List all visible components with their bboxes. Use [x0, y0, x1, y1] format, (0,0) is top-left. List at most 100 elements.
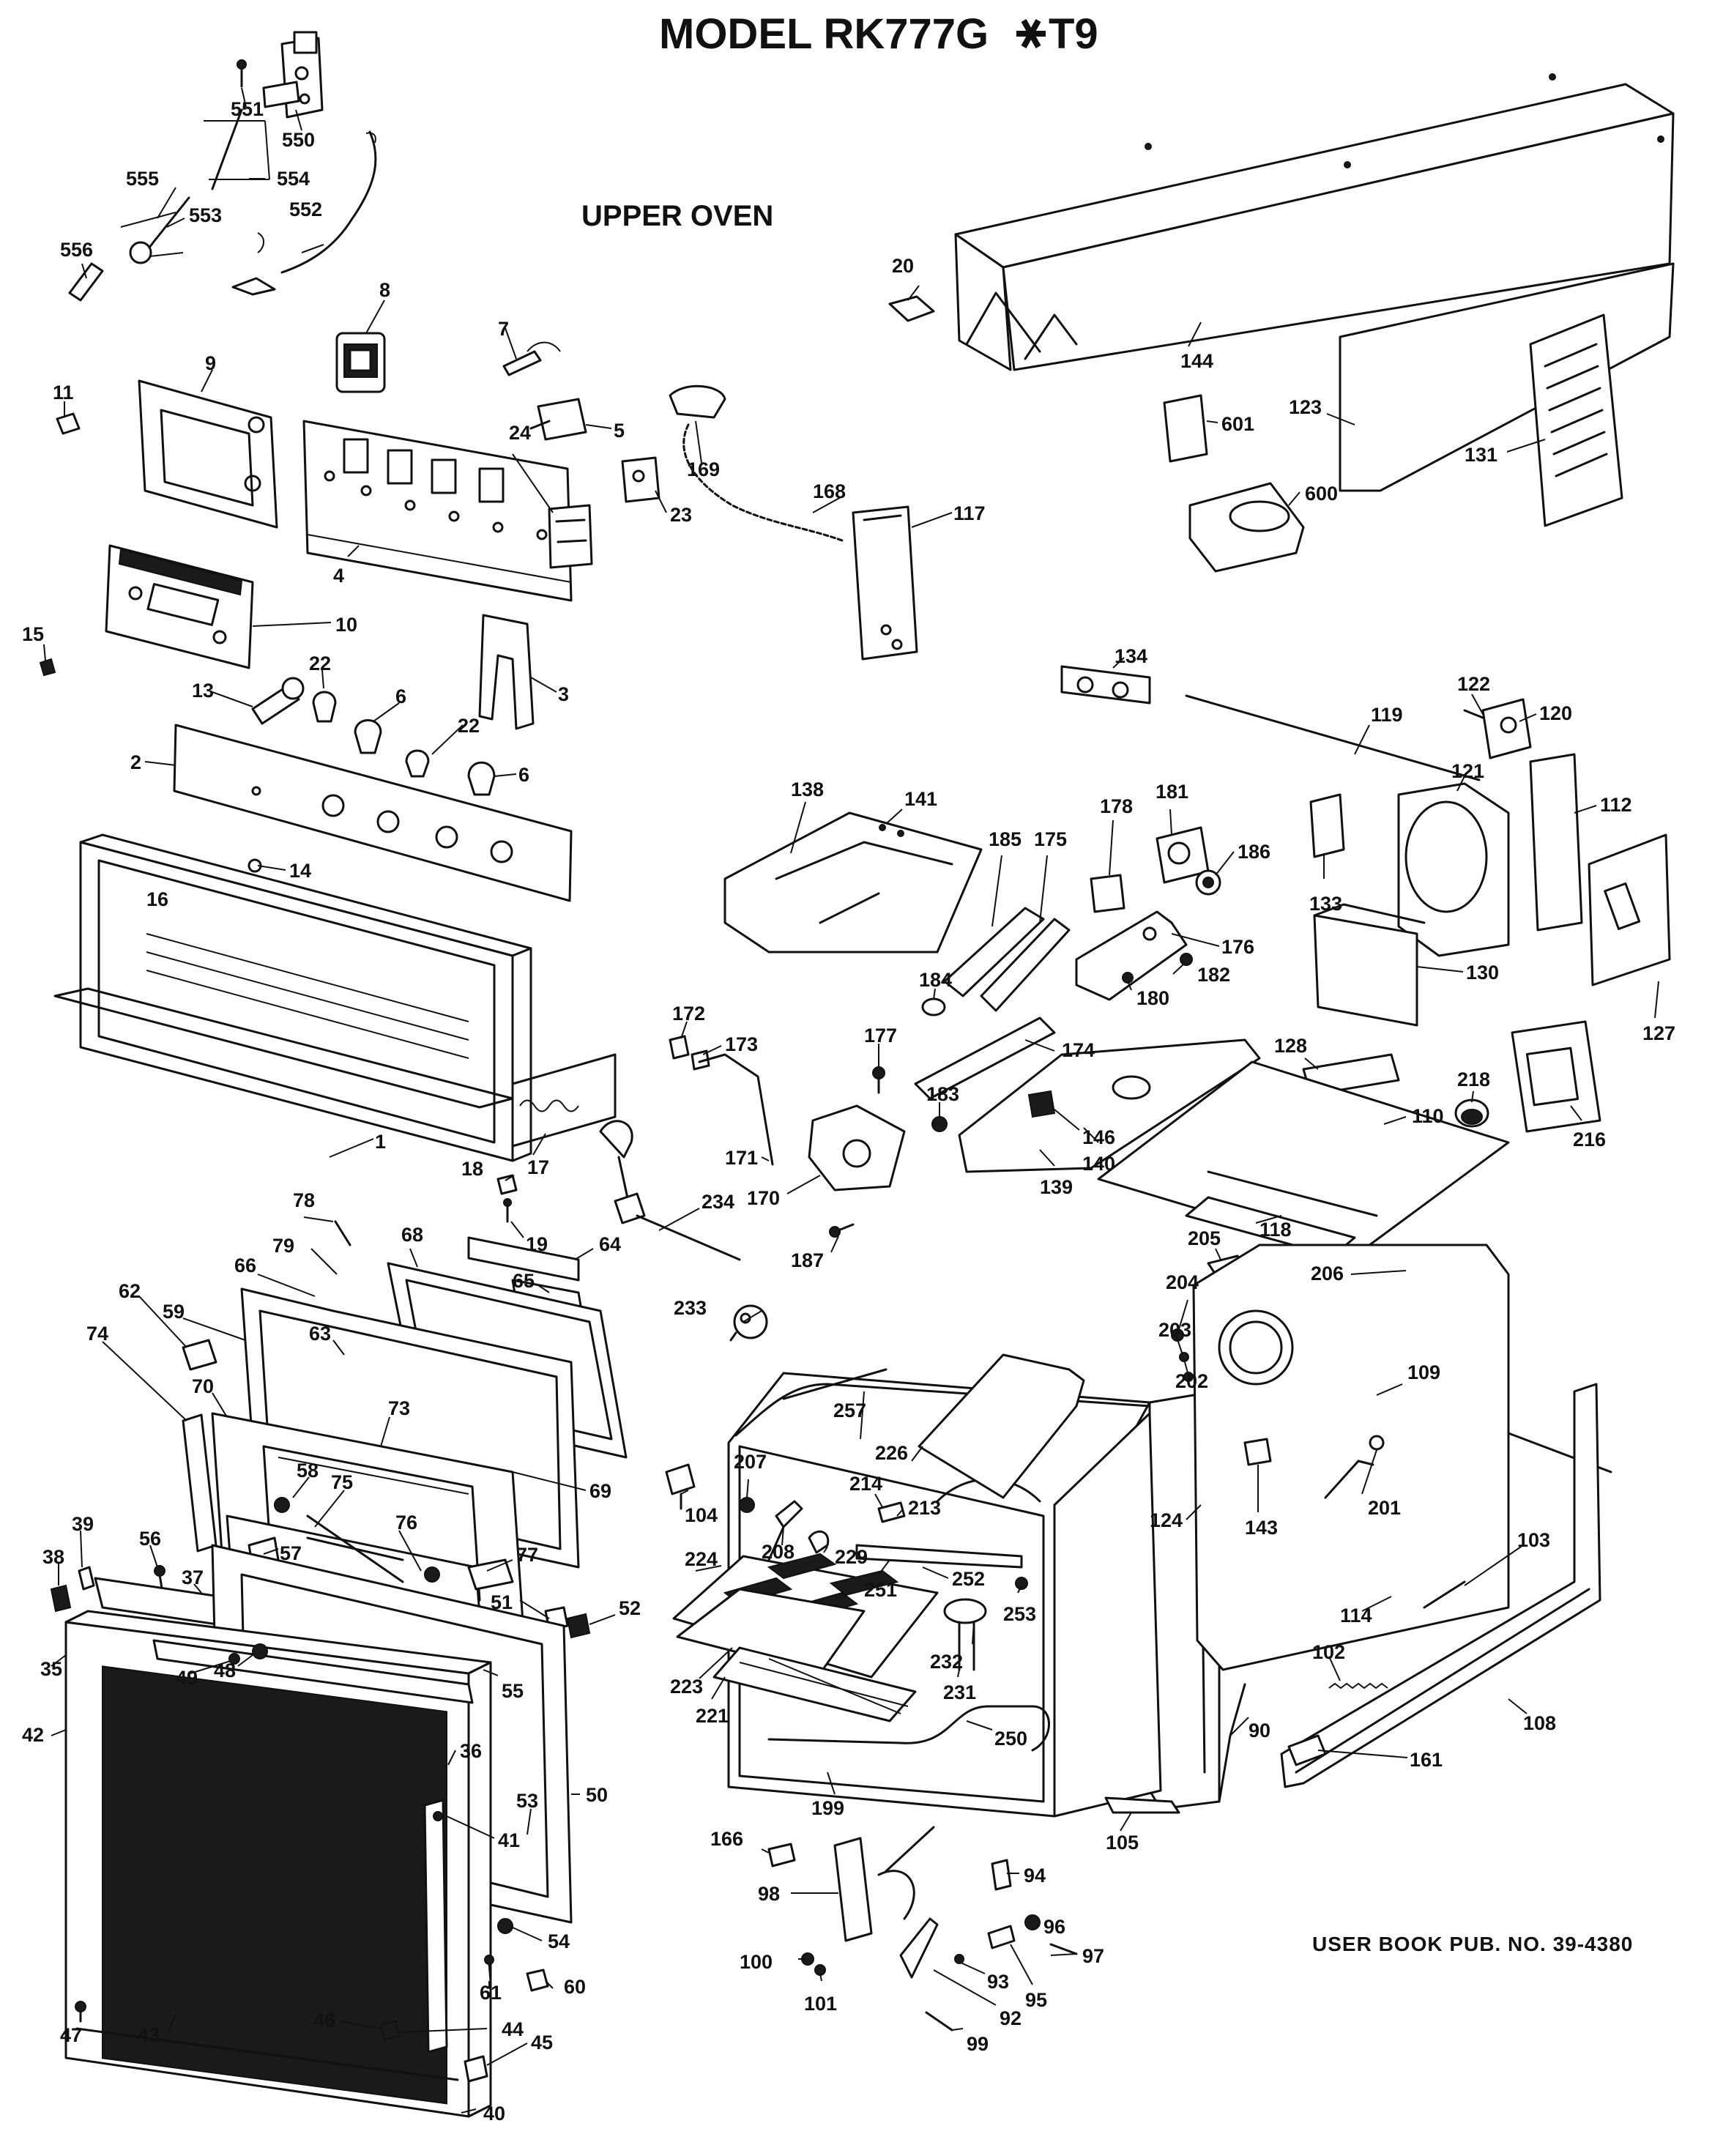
part-171-bracket: [698, 1053, 774, 1166]
callout-103: 103: [1517, 1529, 1550, 1551]
part-number-callouts: 551 550 555 554 553 552 556 8 7 11 9 24 …: [22, 98, 1675, 2125]
part-10-clock-timer: [105, 544, 254, 669]
part-110-118-bottom: [1097, 1060, 1510, 1257]
callout-213: 213: [908, 1497, 941, 1519]
callout-11: 11: [53, 382, 74, 404]
callout-35: 35: [40, 1658, 62, 1680]
part-170-valve-body: [808, 1104, 906, 1192]
callout-24: 24: [509, 422, 531, 444]
callout-216: 216: [1573, 1129, 1606, 1151]
part-4-control-panel: [302, 420, 573, 602]
callout-143: 143: [1245, 1517, 1278, 1539]
callout-45: 45: [531, 2032, 553, 2053]
callout-97: 97: [1082, 1945, 1104, 1967]
callout-78: 78: [293, 1189, 315, 1211]
callout-203: 203: [1158, 1319, 1191, 1341]
part-226-heat-shield: [918, 1353, 1085, 1499]
callout-17: 17: [527, 1156, 549, 1178]
callout-134: 134: [1115, 645, 1147, 667]
part-74-channel: [182, 1413, 217, 1553]
part-100-101-fasteners: [801, 1952, 826, 1976]
callout-76: 76: [395, 1512, 417, 1534]
part-178-switch: [1090, 874, 1125, 913]
part-5-switch: [529, 398, 587, 441]
callout-39: 39: [72, 1513, 94, 1535]
part-550-bracket: [262, 31, 324, 119]
part-8-clock-motor: [335, 332, 386, 393]
callout-250: 250: [994, 1728, 1027, 1750]
part-207-208-lamp: [739, 1497, 803, 1561]
callout-550: 550: [282, 129, 315, 151]
callout-62: 62: [119, 1280, 141, 1302]
callout-43: 43: [138, 2024, 160, 2046]
part-6-knob-a: [354, 719, 382, 754]
part-3-bracket: [478, 614, 535, 730]
callout-218: 218: [1457, 1068, 1490, 1090]
callout-133: 133: [1309, 893, 1342, 915]
callout-123: 123: [1289, 396, 1322, 418]
callout-252: 252: [952, 1568, 985, 1590]
callout-122: 122: [1457, 673, 1490, 695]
callout-61: 61: [480, 1982, 502, 2004]
callout-257: 257: [833, 1399, 866, 1421]
callout-176: 176: [1221, 936, 1254, 958]
callout-177: 177: [864, 1025, 897, 1047]
callout-185: 185: [989, 828, 1022, 850]
part-169-clip: [669, 384, 726, 419]
callout-186: 186: [1238, 841, 1270, 863]
callout-168: 168: [813, 480, 846, 502]
part-251-252-253-rail: [855, 1544, 1028, 1590]
part-139-140-146-burner: [958, 1038, 1261, 1173]
part-11-clip: [56, 412, 81, 435]
callout-46: 46: [313, 2010, 335, 2032]
part-202-203-204-fasteners: [1171, 1328, 1194, 1382]
callout-36: 36: [460, 1740, 482, 1762]
callout-65: 65: [513, 1270, 535, 1292]
callout-173: 173: [725, 1033, 758, 1055]
callout-47: 47: [60, 2024, 82, 2046]
callout-181: 181: [1156, 781, 1188, 803]
callout-171: 171: [725, 1147, 758, 1169]
part-213-214-229-fittings: [808, 1501, 906, 1554]
callout-79: 79: [272, 1235, 294, 1257]
part-7-sensor: [502, 341, 561, 376]
callout-90: 90: [1249, 1720, 1270, 1741]
callout-98: 98: [758, 1883, 780, 1905]
callout-124: 124: [1150, 1509, 1183, 1531]
callout-601: 601: [1221, 413, 1254, 435]
callout-128: 128: [1274, 1035, 1307, 1057]
callout-221: 221: [696, 1705, 729, 1727]
callout-73: 73: [388, 1397, 410, 1419]
part-130-box: [1313, 903, 1426, 1027]
part-551-screw: [237, 59, 247, 88]
callout-9: 9: [205, 352, 216, 374]
callout-23: 23: [670, 504, 692, 526]
part-20-clip: [888, 295, 935, 322]
part-183-nut: [931, 1116, 948, 1132]
callout-127: 127: [1642, 1022, 1675, 1044]
callout-75: 75: [331, 1471, 353, 1493]
part-233-knob: [729, 1304, 768, 1342]
callout-44: 44: [502, 2018, 524, 2040]
callout-232: 232: [930, 1651, 963, 1673]
part-48-49-handle: [152, 1639, 474, 1704]
callout-22-top: 22: [309, 653, 331, 674]
part-133-relay: [1309, 793, 1345, 858]
part-13-shaft: [251, 677, 305, 725]
part-257-gasket: [782, 1368, 888, 1400]
part-114-rear-wall: [1192, 1244, 1510, 1671]
callout-10: 10: [335, 614, 357, 636]
callout-63: 63: [309, 1323, 331, 1345]
part-54-60-61-fasteners: [484, 1918, 549, 1992]
callout-48: 48: [214, 1659, 236, 1681]
callout-214: 214: [849, 1473, 882, 1495]
callout-66: 66: [234, 1254, 256, 1276]
part-52-bumper: [566, 1613, 591, 1639]
part-23-switch: [621, 456, 661, 503]
part-127-bracket: [1588, 833, 1671, 986]
callout-141: 141: [904, 788, 937, 810]
part-223-224-broiler-pan: [672, 1553, 939, 1679]
callout-138: 138: [791, 778, 824, 800]
callout-18: 18: [461, 1158, 483, 1180]
callout-1: 1: [375, 1131, 386, 1153]
